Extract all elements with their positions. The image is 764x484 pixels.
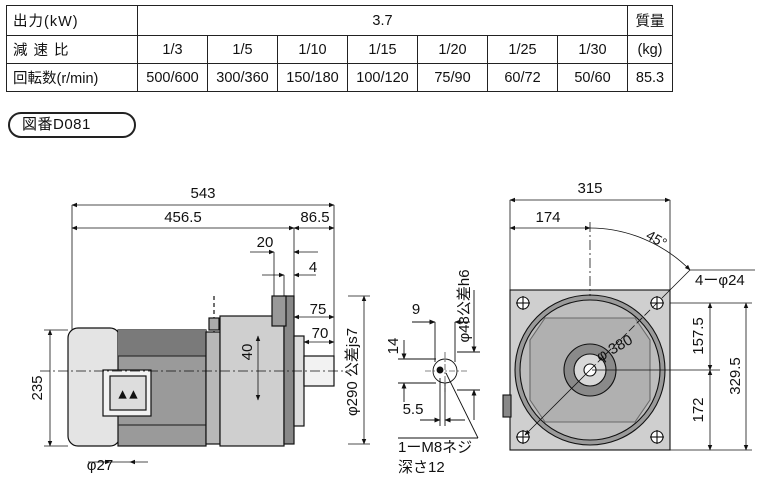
dim-157-5: 157.5 — [690, 317, 707, 355]
logo-icon: ▲▲ — [117, 389, 139, 401]
dim-4: 4 — [309, 259, 317, 276]
dim-phi48: φ48公差h6 — [456, 269, 473, 342]
dim-holes: 4ーφ24 — [695, 272, 745, 289]
dim-14: 14 — [385, 338, 402, 355]
dim-235: 235 — [29, 375, 46, 400]
speed-cell: 75/90 — [417, 63, 488, 92]
speed-cell: 50/60 — [557, 63, 628, 92]
figure-number-badge: 図番D081 — [8, 112, 136, 138]
ratio-cell: 1/20 — [417, 35, 488, 64]
speed-cell: 300/360 — [207, 63, 278, 92]
gear-housing — [219, 315, 285, 447]
ratio-label: 減 速 比 — [6, 35, 138, 64]
tap-note-1: 1ーM8ネジ — [398, 439, 472, 456]
end-bell — [205, 331, 221, 445]
ratio-cell: 1/10 — [277, 35, 348, 64]
dim-315: 315 — [577, 180, 602, 197]
dim-174: 174 — [535, 209, 560, 226]
speed-cell: 150/180 — [277, 63, 348, 92]
output-value: 3.7 — [137, 5, 628, 36]
side-view: ▲▲ — [40, 295, 350, 447]
speed-cell: 60/72 — [487, 63, 558, 92]
output-label: 出力(kW) — [6, 5, 138, 36]
dim-phi290: φ290 公差js7 — [344, 328, 361, 416]
mass-value: 85.3 — [627, 63, 673, 92]
dim-40: 40 — [239, 344, 256, 361]
mass-unit: (kg) — [627, 35, 673, 64]
front-dimensions — [509, 197, 755, 451]
speed-label: 回転数(r/min) — [6, 63, 138, 92]
dim-86-5: 86.5 — [300, 209, 329, 226]
dim-20: 20 — [257, 234, 274, 251]
dim-329-5: 329.5 — [727, 357, 744, 395]
dim-9: 9 — [412, 301, 420, 318]
ratio-cell: 1/15 — [347, 35, 418, 64]
dim-70: 70 — [312, 325, 329, 342]
shaft-detail — [398, 290, 480, 439]
dim-75: 75 — [310, 301, 327, 318]
ratio-cell: 1/30 — [557, 35, 628, 64]
dim-phi27: φ27 — [87, 457, 113, 474]
dim-5-5: 5.5 — [403, 401, 424, 418]
speed-cell: 100/120 — [347, 63, 418, 92]
dim-543: 543 — [190, 185, 215, 202]
ratio-cell: 1/25 — [487, 35, 558, 64]
dim-angle-45: 45° — [644, 227, 670, 251]
tap-note-2: 深さ12 — [398, 459, 445, 476]
speed-cell: 500/600 — [137, 63, 208, 92]
side-dimensions — [44, 202, 370, 465]
dim-456-5: 456.5 — [164, 209, 202, 226]
dim-172: 172 — [690, 397, 707, 422]
spec-table: 出力(kW) 3.7 質量 減 速 比 1/3 1/5 1/10 1/15 1/… — [6, 5, 673, 92]
